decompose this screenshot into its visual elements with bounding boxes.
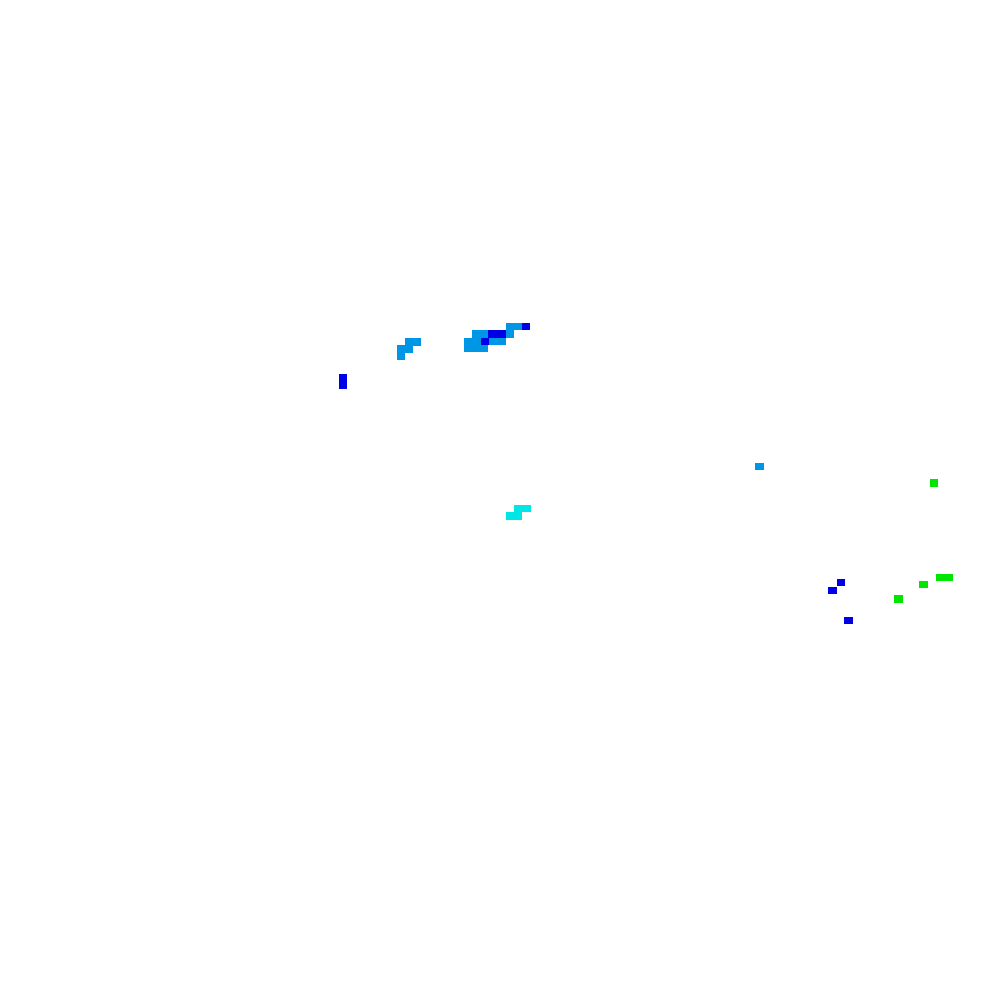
green-cell [936,574,953,581]
green-cell [919,581,928,588]
blue-cell [844,617,853,624]
blue-cell [339,374,347,389]
green-cell [894,595,903,603]
cell-cluster-north [339,323,530,389]
sky-cell [405,338,421,346]
sky-cell [506,323,522,330]
blue-cell [837,579,845,586]
blue-cell [828,587,837,594]
green-cell [930,479,938,487]
sky-cell [472,330,488,338]
sky-cell [506,330,514,338]
sky-cell [488,338,506,345]
sky-cell [397,352,405,360]
blue-cell [488,330,506,338]
cyan-cell [506,512,522,520]
cell-cluster-center [506,463,764,520]
cyan-cell [514,505,531,512]
sky-cell [397,345,413,353]
blue-cell [522,323,530,330]
sky-cell [755,463,764,470]
cell-cluster-east [828,479,953,624]
blue-cell [481,338,489,345]
